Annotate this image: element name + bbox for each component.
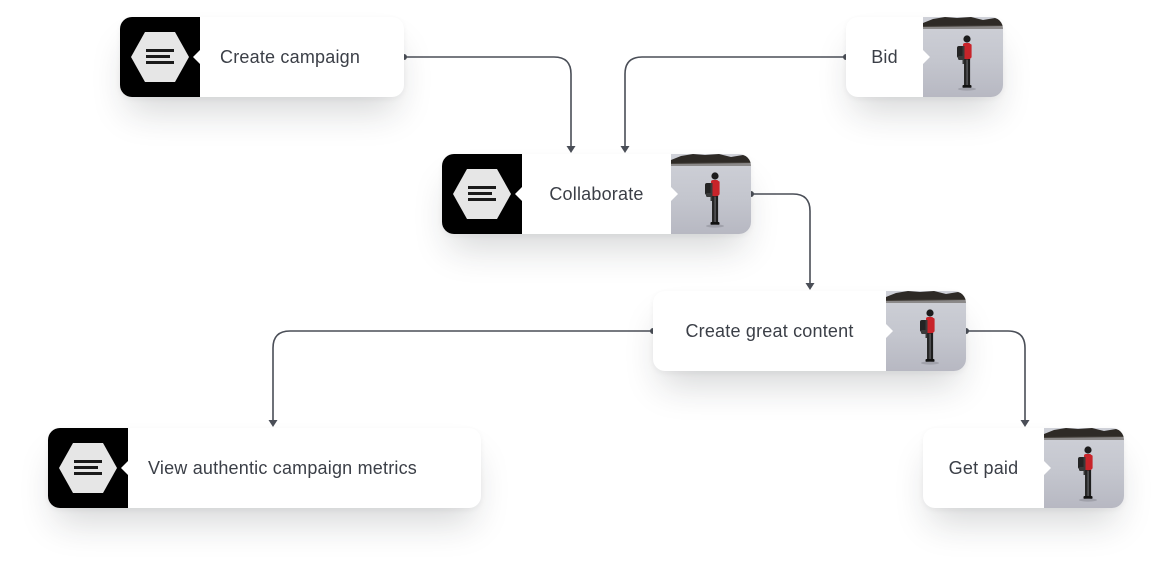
hiker-figure-image bbox=[1044, 428, 1124, 502]
document-hexagon-icon bbox=[59, 443, 117, 493]
node-label: Bid bbox=[871, 46, 898, 67]
node-create-campaign[interactable]: Create campaign bbox=[120, 17, 404, 97]
hiker-figure-image bbox=[886, 291, 966, 365]
arrowhead bbox=[268, 420, 278, 427]
node-icon-cell bbox=[442, 154, 523, 234]
node-icon-cell bbox=[120, 17, 201, 97]
edge-create-content-to-get-paid bbox=[966, 330, 1026, 420]
arrowhead bbox=[1020, 420, 1030, 427]
node-label: Create great content bbox=[685, 320, 854, 341]
edge-create-content-to-view-metrics bbox=[272, 330, 653, 420]
hiker-photo bbox=[671, 154, 751, 234]
edge-bid-to-collaborate bbox=[624, 56, 846, 146]
document-hexagon-icon bbox=[453, 169, 511, 219]
node-get-paid[interactable]: Get paid bbox=[923, 428, 1124, 508]
node-bid[interactable]: Bid bbox=[846, 17, 1003, 97]
edge-collaborate-to-create-content bbox=[751, 193, 811, 283]
node-collaborate[interactable]: Collaborate bbox=[442, 154, 751, 234]
hiker-photo bbox=[923, 17, 1003, 97]
node-create-great-content[interactable]: Create great content bbox=[653, 291, 966, 371]
node-label: View authentic campaign metrics bbox=[148, 457, 417, 478]
hiker-figure-image bbox=[671, 154, 751, 228]
node-label: Create campaign bbox=[220, 46, 361, 67]
hiker-photo bbox=[886, 291, 966, 371]
node-icon-cell bbox=[48, 428, 129, 508]
hiker-figure-image bbox=[923, 17, 1003, 91]
node-label: Get paid bbox=[948, 457, 1019, 478]
arrowhead bbox=[566, 146, 576, 153]
hiker-photo bbox=[1044, 428, 1124, 508]
node-view-metrics[interactable]: View authentic campaign metrics bbox=[48, 428, 481, 508]
edge-create-campaign-to-collaborate bbox=[404, 56, 572, 146]
arrowhead bbox=[805, 283, 815, 290]
arrowhead bbox=[620, 146, 630, 153]
node-label: Collaborate bbox=[549, 183, 644, 204]
document-hexagon-icon bbox=[131, 32, 189, 82]
